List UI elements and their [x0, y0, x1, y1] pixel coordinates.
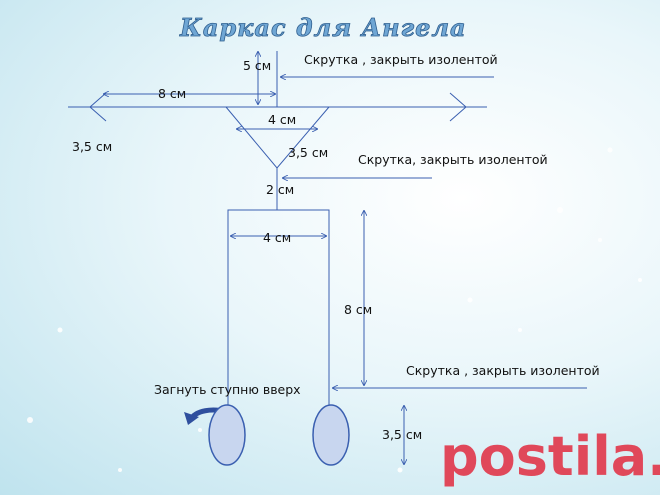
bend-feet-arrowhead [184, 412, 199, 425]
legs-wire-frame [227, 209, 330, 420]
legs-height-label: 8 см [344, 302, 372, 317]
bend-feet-label: Загнуть ступню вверх [154, 382, 301, 397]
arm-dimension-label: 8 см [158, 86, 186, 101]
right-foot [312, 404, 350, 466]
twist-1-label: Скрутка , закрыть изолентой [304, 52, 498, 67]
legs-width-label: 4 см [263, 230, 291, 245]
waist-dimension-label: 2 см [266, 182, 294, 197]
triangle-side-label: 3,5 см [288, 145, 328, 160]
right-hand-chevron [449, 92, 467, 122]
left-foot [208, 404, 246, 466]
background-sparkles [27, 147, 642, 473]
head-dimension-label: 5 см [243, 58, 271, 73]
diagram-title: Каркас для Ангела [179, 13, 467, 42]
body-width-label: 4 см [268, 112, 296, 127]
left-hand-chevron [89, 92, 107, 122]
twist-2-label: Скрутка, закрыть изолентой [358, 152, 548, 167]
foot-height-label: 3,5 см [382, 427, 422, 442]
twist-3-label: Скрутка , закрыть изолентой [406, 363, 600, 378]
watermark-logo: postila.ru [440, 425, 660, 488]
left-hand-dimension-label: 3,5 см [72, 139, 112, 154]
